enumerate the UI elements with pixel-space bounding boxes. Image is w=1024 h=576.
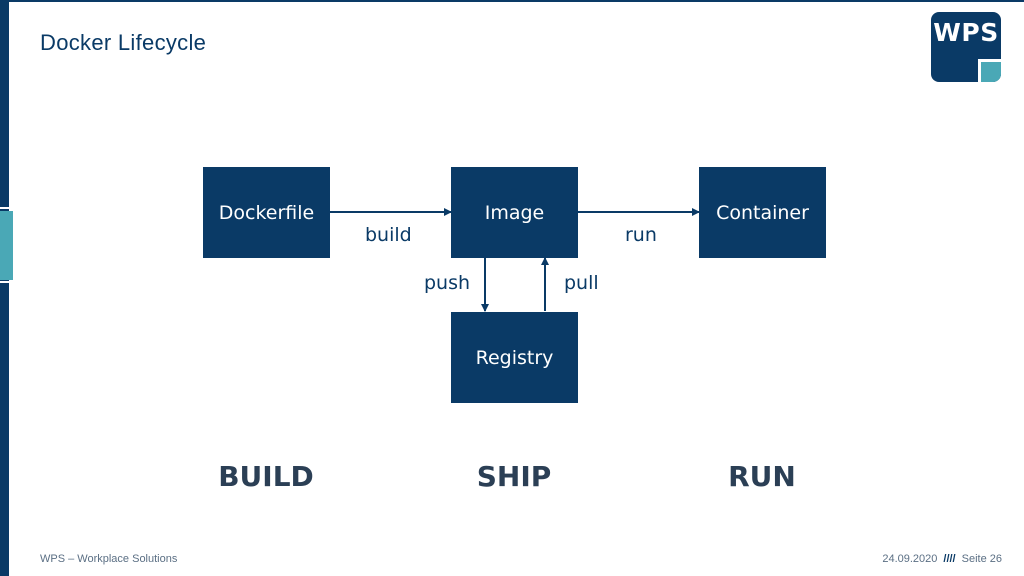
left-accent-marker <box>0 211 13 280</box>
footer-company: WPS – Workplace Solutions <box>40 553 178 565</box>
image-node: Image <box>451 167 578 258</box>
footer-separator: //// <box>943 553 956 565</box>
build-edge-label: build <box>365 224 412 246</box>
left-accent-divider <box>0 207 13 209</box>
phase-run: RUN <box>728 460 796 493</box>
push-edge-label: push <box>424 272 471 294</box>
pull-edge-label: pull <box>564 272 599 294</box>
container-node: Container <box>699 167 826 258</box>
phase-build: BUILD <box>218 460 314 493</box>
wps-logo: WPS <box>931 12 1001 82</box>
phase-ship: SHIP <box>476 460 552 493</box>
registry-label: Registry <box>475 346 554 369</box>
dockerfile-label: Dockerfile <box>218 201 315 224</box>
dockerfile-node: Dockerfile <box>203 167 330 258</box>
logo-text: WPS <box>933 18 999 47</box>
registry-node: Registry <box>451 312 578 403</box>
logo-square-icon <box>978 59 1001 82</box>
run-edge-label: run <box>625 224 657 246</box>
footer-date: 24.09.2020 <box>882 553 938 565</box>
slide-title: Docker Lifecycle <box>40 30 207 55</box>
footer-page-number: Seite 26 <box>961 553 1002 565</box>
left-accent-divider <box>0 281 13 283</box>
left-accent-bar <box>0 0 9 576</box>
container-label: Container <box>716 201 809 224</box>
top-rule <box>9 0 1024 2</box>
footer-meta: 24.09.2020 //// Seite 26 <box>882 553 1002 565</box>
image-label: Image <box>484 201 545 224</box>
